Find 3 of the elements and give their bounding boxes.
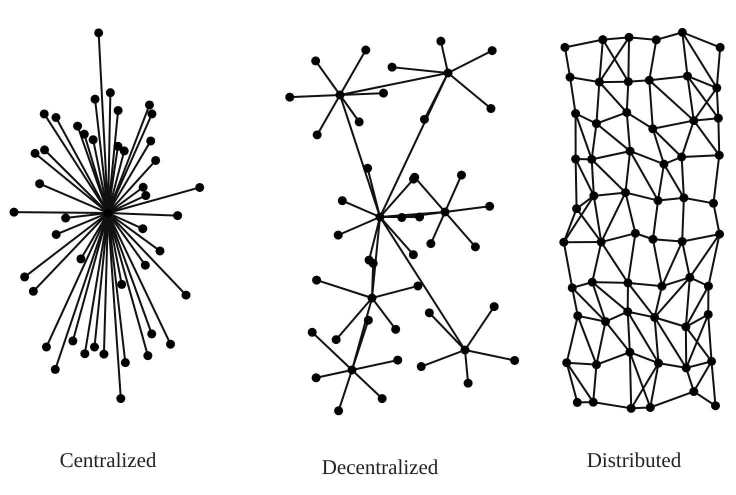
network-type-label: Decentralized bbox=[322, 455, 438, 480]
network-type-label: Distributed bbox=[586, 448, 682, 473]
network-type-label: Centralized bbox=[60, 448, 156, 473]
